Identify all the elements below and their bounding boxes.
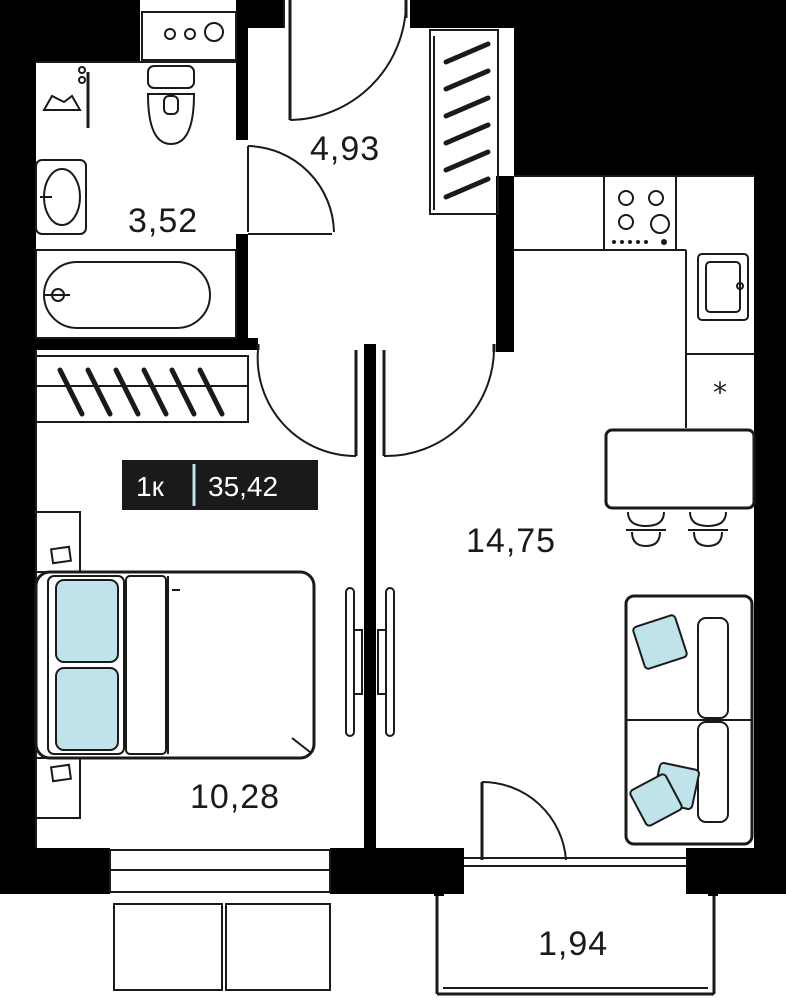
double-bed: [34, 570, 316, 760]
stove: [603, 175, 677, 251]
hanger: [443, 149, 491, 173]
washing-machine-panel: [141, 11, 237, 61]
bedroom-hangers: [57, 367, 225, 417]
hanger: [443, 122, 491, 146]
hanger: [197, 367, 225, 417]
balcony-door: [480, 780, 567, 861]
walls: [0, 0, 786, 896]
window-bedroom: [109, 849, 331, 991]
stove-knob: [661, 239, 667, 245]
hanger: [443, 41, 491, 65]
hanger: [443, 95, 491, 119]
washbasin: [35, 159, 87, 235]
stove-knob: [612, 240, 616, 244]
balcony-railing: [435, 896, 716, 996]
wardrobe-hangers: [443, 41, 491, 200]
bedroom-door: [256, 344, 358, 458]
stove-knob: [628, 240, 632, 244]
bed-pillows: [55, 579, 119, 751]
bedroom-wardrobe: [35, 355, 249, 423]
room-area-bedroom: 10,28: [190, 778, 280, 816]
hanger: [141, 367, 169, 417]
room-area-living-kitchen: 14,75: [466, 522, 556, 560]
badge-room-count: 1к: [136, 471, 165, 502]
stove-knob: [620, 240, 624, 244]
badge-total-area: 35,42: [208, 471, 278, 502]
entrance-door: [288, 0, 408, 121]
hanger: [443, 68, 491, 92]
stove-knob: [636, 240, 640, 244]
hall-wardrobe: [429, 29, 499, 215]
bedside-table-top: [35, 511, 81, 573]
room-area-bathroom: 3,52: [128, 202, 198, 240]
toilet: [146, 65, 196, 146]
sofa-cushions: [629, 614, 700, 827]
stove-knobs: [612, 239, 667, 245]
bedside-table-bottom: [35, 757, 81, 819]
dining-table: [604, 428, 756, 548]
window-kitchen: [464, 857, 686, 867]
bathtub: [35, 249, 237, 339]
hanger: [169, 367, 197, 417]
apartment-badge: 1к 35,42: [122, 460, 318, 510]
tv-living: [377, 587, 395, 737]
fridge: *: [713, 376, 727, 409]
hanger: [57, 367, 85, 417]
bathroom-door: [247, 145, 335, 233]
towel-rail: [42, 66, 90, 128]
kitchen-sink: [697, 253, 749, 321]
room-area-balcony: 1,94: [538, 925, 608, 963]
svg-text:*: *: [713, 376, 727, 409]
room-area-hall: 4,93: [310, 130, 380, 168]
hanger: [113, 367, 141, 417]
hanger: [85, 367, 113, 417]
hanger: [443, 176, 491, 200]
living-door: [382, 344, 496, 458]
tv-bedroom: [345, 587, 363, 737]
stove-knob: [644, 240, 648, 244]
